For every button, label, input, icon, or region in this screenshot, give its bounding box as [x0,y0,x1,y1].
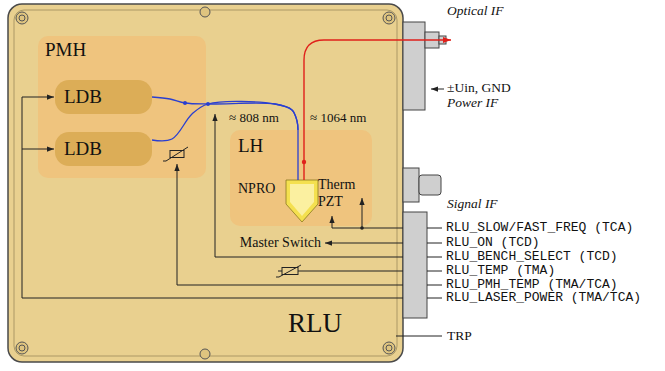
port-base [403,168,419,202]
signal-name: RLU_LASER_POWER (TMA/TCA) [446,291,641,305]
pump-fiber [297,130,298,180]
pmh-temp-wire [177,164,403,285]
diode-box-fill [55,132,152,166]
part-label: PZT [318,194,343,209]
bolt [16,342,28,354]
housing-box: LDB LDB PMH LH NPRO ThermPZT RLU [8,4,403,362]
pzt-wire [332,216,403,228]
bolt [16,12,28,24]
fiber-connector [152,101,298,140]
connector-group [403,22,446,318]
node-title: PMH [45,40,86,61]
housing-box-fill [8,4,403,362]
bolt-group [16,7,395,359]
trp-leader [396,336,442,337]
annotation-label: Master Switch [240,235,321,250]
laser-power-wire [22,97,403,298]
connector-group [152,97,298,141]
bolt-head [386,15,392,21]
switch-wire [325,243,403,244]
module-region-fill [230,130,372,226]
beam-dot [302,160,306,164]
annotation-label: TRP [447,329,472,344]
wire-group [22,89,444,336]
signal-name: RLU_TEMP (TMA) [446,264,555,278]
bolt [200,7,210,17]
therm-wire [362,198,363,228]
signal-stubs [427,228,442,298]
annotation-label: ≈ 1064 nm [310,111,366,125]
part-label: Therm [318,177,355,192]
diode-box: LDB [55,132,152,166]
module-region-fill [38,36,206,178]
laser-beam [304,40,451,180]
part-label: NPRO [238,181,275,196]
power-arrow [431,89,444,90]
diode-box-fill [55,80,152,114]
bench-select-wire [215,114,403,257]
npro-crystal [286,180,318,222]
node-title: LH [238,136,263,157]
bolt [383,12,395,24]
node-title: LDB [64,139,102,160]
signal-name: RLU_SLOW/FAST_FREQ (TCA) [446,221,633,235]
thermistor-symbol [276,265,301,277]
annotation-label: ±Uin, GND [447,81,511,96]
thermistor-symbol [163,147,188,161]
node-fills [8,4,403,362]
signal-connector [403,212,427,318]
node-title: RLU [288,309,342,339]
optical-power-connector [403,22,425,110]
bolt [200,349,210,359]
bolt-head [19,15,25,21]
wavelength-label: ≈ 808 nm [229,111,279,125]
annotation-label: Optical IF [447,4,504,19]
module-region: LH NPRO ThermPZT [230,130,372,226]
laser-power-wire [22,149,54,150]
port-tube [419,175,441,195]
diode-box: LDB [55,80,152,114]
housing-inner-outline [14,10,397,356]
bolt [383,342,395,354]
illustration [14,7,451,359]
bolt-head [386,345,392,351]
bolt-head [19,345,25,351]
module-region: LDB LDB PMH [38,36,206,178]
signal-name: RLU_PMH_TEMP (TMA/TCA) [446,278,618,292]
npro-crystal-face [290,184,314,216]
signal-name: RLU_BENCH_SELECT (TCD) [446,250,618,264]
annotation-label: Power IF [447,96,498,111]
node-title: LDB [64,87,102,108]
annotation-label: Signal IF [447,197,498,212]
wire-junction [360,226,364,230]
signal-name: RLU_ON (TCD) [446,236,540,250]
